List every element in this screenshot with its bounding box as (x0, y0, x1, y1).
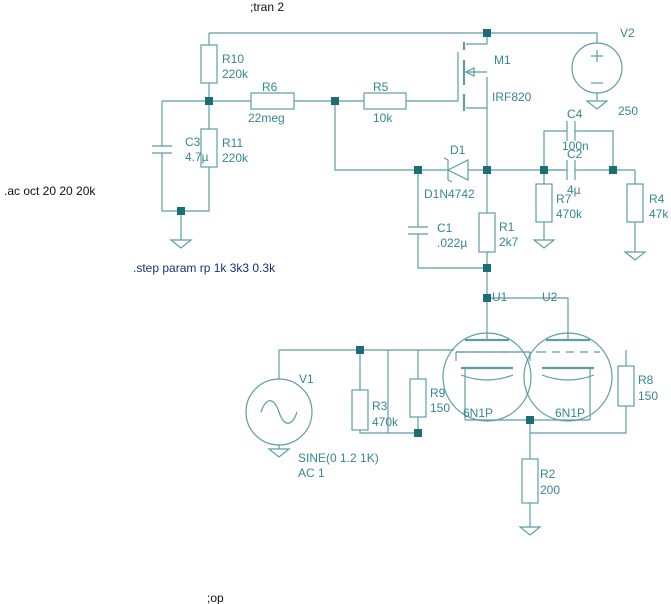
v1-value: SINE(0 1.2 1K) (298, 451, 379, 465)
ground-icon (267, 448, 291, 458)
r1-value: 2k7 (499, 235, 519, 249)
resistor-r11[interactable]: R11 220k (200, 128, 249, 168)
v1-name: V1 (299, 372, 314, 386)
r4-value: 47k (649, 207, 669, 221)
directive-op[interactable]: ;op (207, 591, 224, 604)
triode-u1[interactable]: U1 6N1P (442, 290, 532, 422)
m1-value: IRF820 (492, 90, 532, 104)
u1-name: U1 (492, 290, 508, 304)
ground-icon (623, 251, 647, 261)
resistor-r1[interactable]: R1 2k7 (478, 212, 519, 253)
voltage-source-v2[interactable]: V2 250 (571, 26, 638, 118)
capacitor-c4[interactable]: C4 100n (562, 107, 589, 153)
r2-name: R2 (540, 467, 556, 481)
c3-name: C3 (185, 135, 201, 149)
r7-value: 470k (556, 207, 583, 221)
r7-name: R7 (556, 192, 572, 206)
resistor-r2[interactable]: R2 200 (521, 458, 560, 504)
r9-name: R9 (430, 386, 446, 400)
d1-value: D1N4742 (424, 187, 475, 201)
ground-icon (518, 526, 542, 536)
r2-value: 200 (540, 483, 560, 497)
r6-name: R6 (262, 80, 278, 94)
r3-value: 470k (372, 415, 399, 429)
c3-value: 4.7µ (185, 150, 209, 164)
resistor-r9[interactable]: R9 150 (409, 378, 450, 418)
resistor-r5[interactable]: R5 10k (363, 80, 407, 125)
r10-name: R10 (222, 52, 244, 66)
resistor-r8[interactable]: R8 150 (617, 365, 658, 407)
ground-symbols (169, 100, 647, 536)
r4-name: R4 (649, 192, 665, 206)
v2-value: 250 (618, 104, 638, 118)
resistor-r6[interactable]: R6 22meg (248, 80, 295, 125)
u2-name: U2 (542, 290, 558, 304)
m1-name: M1 (494, 53, 511, 67)
d1-name: D1 (450, 143, 466, 157)
c4-name: C4 (567, 107, 583, 121)
directive-step[interactable]: .step param rp 1k 3k3 0.3k (133, 261, 276, 275)
resistor-r4[interactable]: R4 47k (626, 183, 669, 223)
capacitor-c1[interactable]: C1 .022µ (408, 221, 467, 250)
u2-value: 6N1P (555, 406, 585, 420)
r3-name: R3 (372, 399, 388, 413)
c2-name: C2 (567, 147, 583, 161)
ground-icon (169, 238, 193, 249)
directive-ac[interactable]: .ac oct 20 20 20k (4, 184, 96, 198)
v1-ac: AC 1 (298, 466, 325, 480)
capacitor-c2[interactable]: C2 4µ (566, 147, 583, 197)
r9-value: 150 (430, 401, 450, 415)
r8-name: R8 (638, 373, 654, 387)
r5-name: R5 (373, 80, 389, 94)
ground-icon (532, 239, 556, 249)
c4-value: 100n (562, 139, 589, 153)
c1-name: C1 (437, 221, 453, 235)
r6-value: 22meg (248, 111, 285, 125)
ground-icon (585, 100, 609, 110)
u1-value: 6N1P (463, 406, 493, 420)
resistor-r7[interactable]: R7 470k (535, 183, 583, 223)
junctions (177, 29, 617, 437)
c2-value: 4µ (567, 183, 581, 197)
capacitor-c3[interactable]: C3 4.7µ (152, 135, 209, 164)
r10-value: 220k (222, 67, 249, 81)
r1-name: R1 (499, 220, 515, 234)
sine-source-v1[interactable]: V1 SINE(0 1.2 1K) AC 1 (245, 372, 379, 480)
v2-name: V2 (620, 26, 635, 40)
mosfet-m1[interactable]: M1 IRF820 (451, 42, 532, 111)
directive-tran[interactable]: ;tran 2 (250, 0, 284, 14)
triode-u2[interactable]: U2 6N1P (523, 290, 613, 422)
resistor-r10[interactable]: R10 220k (200, 44, 249, 84)
zener-diode-d1[interactable]: D1 D1N4742 (424, 143, 475, 201)
resistor-r3[interactable]: R3 470k (351, 389, 399, 431)
c1-value: .022µ (437, 236, 467, 250)
r5-value: 10k (373, 111, 393, 125)
r11-name: R11 (222, 136, 243, 150)
r8-value: 150 (638, 389, 658, 403)
r11-value: 220k (222, 151, 249, 165)
